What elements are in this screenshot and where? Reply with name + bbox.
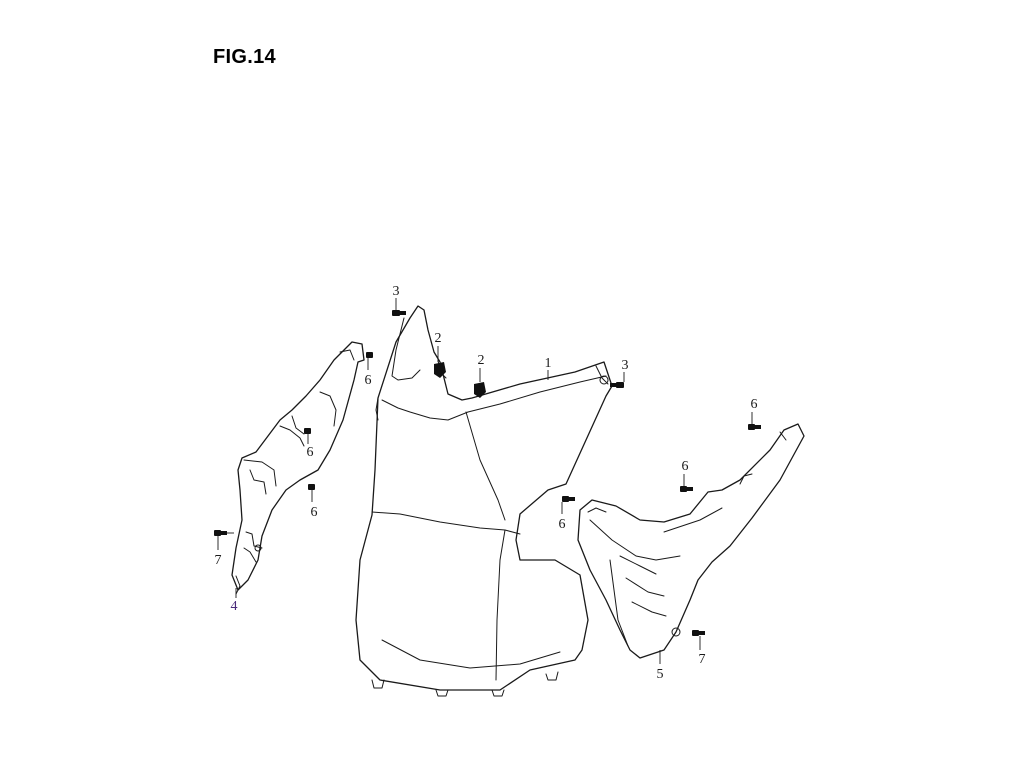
part-6-screw-e — [680, 486, 693, 492]
callout-6: 6 — [365, 373, 372, 388]
part-3-screw-left — [392, 310, 406, 316]
callout-6: 6 — [559, 517, 566, 532]
part-1-front-leg-shield — [355, 305, 613, 697]
callout-labels: 3 2 2 1 3 6 6 6 7 4 6 6 6 5 7 — [215, 284, 758, 682]
part-6-screw-b — [304, 428, 311, 434]
callout-4: 4 — [231, 599, 238, 614]
callout-6: 6 — [751, 397, 758, 412]
part-7-screw-left — [214, 530, 227, 536]
callout-3: 3 — [622, 358, 629, 373]
part-6-screw-d — [748, 424, 761, 430]
figure-title: FIG.14 — [213, 46, 276, 68]
part-5-right-side-panel — [577, 423, 805, 659]
part-6-screw-f — [562, 496, 575, 502]
callout-2: 2 — [435, 331, 442, 346]
part-3-screw-right — [610, 382, 624, 388]
callout-7: 7 — [215, 553, 222, 568]
callout-6: 6 — [682, 459, 689, 474]
part-4-left-inner-panel — [231, 341, 365, 595]
callout-7: 7 — [699, 652, 706, 667]
part-2-clip-left — [434, 362, 446, 378]
part-6-screw-a — [366, 352, 373, 358]
leader-lines — [217, 298, 753, 664]
callout-2: 2 — [478, 353, 485, 368]
part-6-screw-c — [308, 484, 315, 490]
part-2-clip-right — [474, 382, 486, 398]
callout-6: 6 — [311, 505, 318, 520]
part-7-screw-right — [692, 630, 705, 636]
callout-1: 1 — [545, 356, 552, 371]
callout-5: 5 — [657, 667, 664, 682]
callout-3: 3 — [393, 284, 400, 299]
callout-6: 6 — [307, 445, 314, 460]
